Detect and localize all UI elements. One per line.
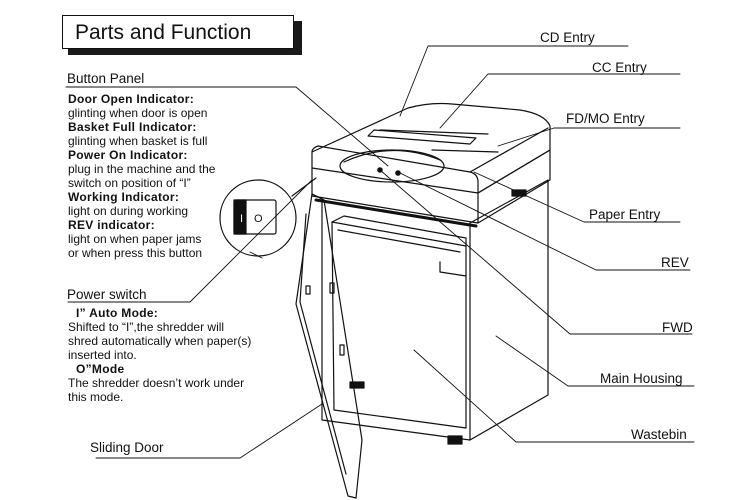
sliding-door-panel bbox=[295, 193, 363, 499]
door-open-heading: Door Open Indicator: bbox=[68, 92, 194, 106]
power-on-text-2: switch on position of “I” bbox=[68, 176, 191, 190]
label-sliding-door: Sliding Door bbox=[90, 440, 164, 455]
power-switch-descriptions: I” Auto Mode: Shifted to “I”,the shredde… bbox=[68, 306, 251, 404]
main-housing-side bbox=[469, 179, 549, 441]
label-rev: REV bbox=[661, 255, 689, 270]
power-on-heading: Power On Indicator: bbox=[68, 148, 188, 162]
label-paper-entry: Paper Entry bbox=[589, 207, 661, 222]
head-bottom bbox=[314, 198, 478, 228]
wastebin-inner bbox=[337, 229, 461, 253]
working-heading: Working Indicator: bbox=[68, 190, 180, 204]
fdmo-slot bbox=[431, 149, 499, 153]
foot-left bbox=[349, 381, 365, 389]
label-main-housing: Main Housing bbox=[600, 371, 683, 386]
door-latch bbox=[305, 285, 311, 295]
door-edge bbox=[311, 193, 325, 201]
top-lid bbox=[311, 102, 551, 194]
label-power-switch: Power switch bbox=[67, 287, 147, 302]
wastebin-rim bbox=[331, 215, 467, 247]
page-title: Parts and Function bbox=[62, 15, 294, 49]
door-inner bbox=[299, 213, 347, 475]
button-panel-dial bbox=[339, 149, 445, 183]
label-fwd: FWD bbox=[662, 320, 693, 335]
door-hinge-2 bbox=[339, 344, 345, 356]
basket-full-text: glinting when basket is full bbox=[68, 134, 208, 148]
wastebin-outline bbox=[331, 221, 467, 429]
auto-mode-text-2: shred automatically when paper(s) bbox=[68, 334, 252, 348]
basket-full-heading: Basket Full Indicator: bbox=[68, 120, 197, 134]
rev-text-2: or when press this button bbox=[68, 246, 203, 260]
label-button-panel: Button Panel bbox=[67, 71, 145, 86]
label-cc-entry: CC Entry bbox=[592, 60, 647, 75]
label-fdmo-entry: FD/MO Entry bbox=[566, 111, 645, 126]
rev-text-1: light on when paper jams bbox=[68, 232, 202, 246]
switch-off-glyph: O bbox=[254, 213, 263, 225]
leader-lines-right bbox=[379, 45, 695, 443]
switch-rocker-shade bbox=[233, 199, 247, 235]
working-text: light on during working bbox=[68, 204, 189, 218]
foot-right bbox=[447, 435, 463, 445]
cd-slot bbox=[367, 129, 477, 145]
door-open-text: glinting when door is open bbox=[68, 106, 208, 120]
door-hinge-1 bbox=[329, 282, 335, 294]
auto-mode-heading: I” Auto Mode: bbox=[76, 306, 159, 320]
off-mode-text-2: this mode. bbox=[68, 390, 124, 404]
leader-lines-left bbox=[65, 86, 389, 459]
wastebin-tab bbox=[439, 261, 467, 277]
main-housing-front bbox=[321, 199, 471, 441]
lid-front-edge bbox=[311, 145, 479, 194]
lid-slope bbox=[469, 127, 549, 173]
title-box: Parts and Function bbox=[62, 15, 306, 57]
auto-mode-text-3: inserted into. bbox=[68, 348, 137, 362]
off-mode-text-1: The shredder doesn’t work under bbox=[68, 376, 245, 390]
cc-slot bbox=[379, 129, 489, 135]
power-on-text-1: plug in the machine and the bbox=[68, 162, 216, 176]
rev-heading: REV indicator: bbox=[68, 218, 155, 232]
head-side bbox=[477, 149, 551, 224]
head-band bbox=[311, 167, 479, 224]
auto-mode-text-1: Shifted to “I”,the shredder will bbox=[68, 320, 225, 334]
button-panel-descriptions: Door Open Indicator: glinting when door … bbox=[68, 92, 215, 260]
label-cd-entry: CD Entry bbox=[540, 30, 595, 45]
switch-callout-link bbox=[291, 177, 317, 197]
switch-on-glyph: I bbox=[240, 213, 243, 225]
dial-inner bbox=[343, 149, 441, 163]
foot-back bbox=[511, 189, 527, 197]
off-mode-heading: O”Mode bbox=[76, 362, 125, 376]
label-wastebin: Wastebin bbox=[631, 427, 687, 442]
